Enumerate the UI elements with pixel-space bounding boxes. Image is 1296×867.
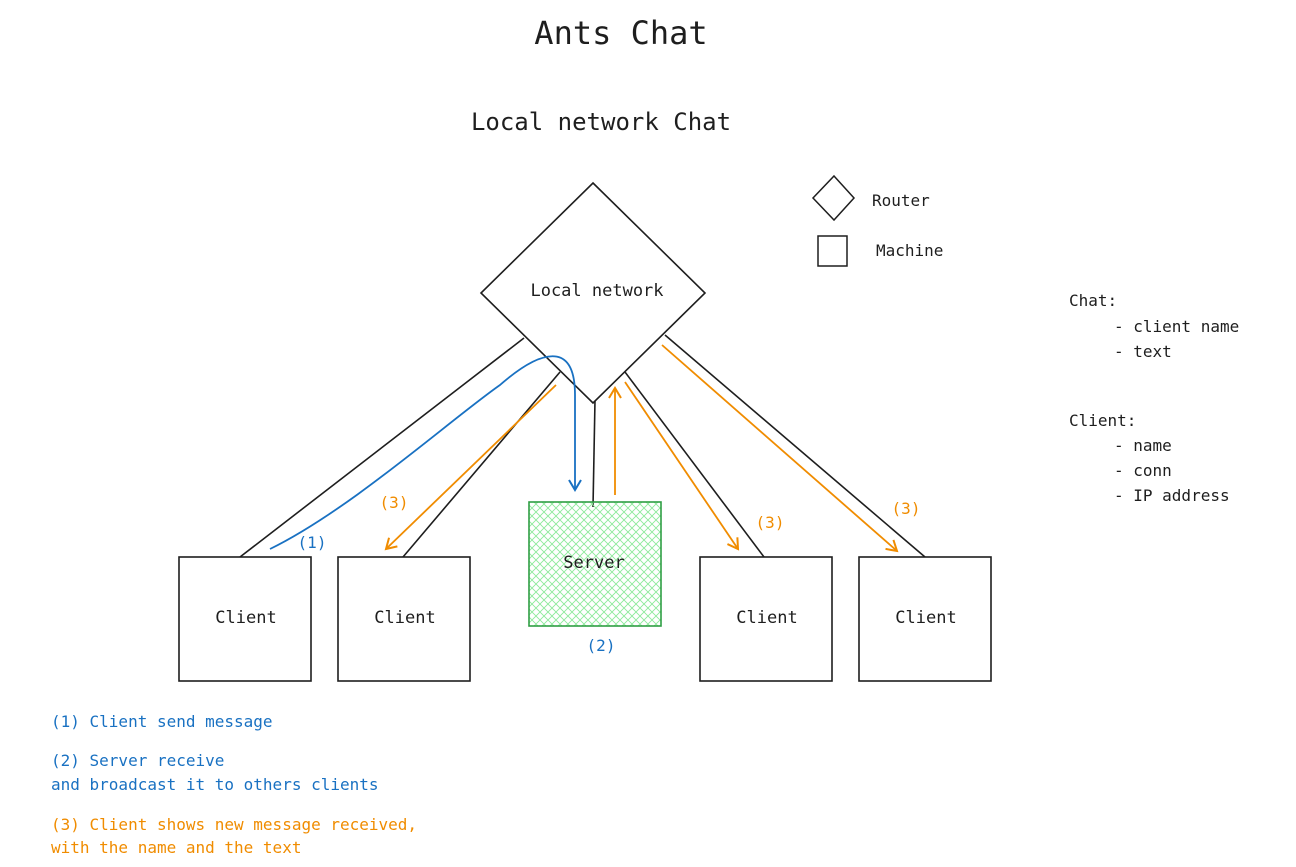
marker-receive-client-2: (3) bbox=[380, 493, 409, 512]
link-client-2 bbox=[402, 371, 561, 558]
legend: Router Machine bbox=[811, 174, 943, 267]
client-label-4: Client bbox=[895, 608, 956, 628]
server-label: Server bbox=[563, 553, 624, 573]
notes-client-item: - IP address bbox=[1114, 486, 1230, 505]
notes-chat-item: - client name bbox=[1114, 317, 1239, 336]
step-3-line: (3) Client shows new message received, bbox=[51, 815, 417, 834]
router-label: Local network bbox=[530, 281, 663, 301]
link-client-1 bbox=[239, 337, 525, 558]
marker-receive-client-3: (3) bbox=[756, 513, 785, 532]
diagram-title: Ants Chat bbox=[534, 14, 707, 52]
marker-send: (1) bbox=[298, 533, 327, 552]
notes-chat-heading: Chat: bbox=[1069, 291, 1117, 310]
client-box-2 bbox=[337, 556, 471, 682]
step-2-line: (2) Server receive bbox=[51, 751, 224, 770]
router-diamond bbox=[479, 181, 707, 405]
marker-receive-client-4: (3) bbox=[892, 499, 921, 518]
notes: Chat: - client name - text Client: - nam… bbox=[1069, 291, 1239, 505]
client-box-1 bbox=[178, 556, 312, 682]
link-server bbox=[592, 399, 596, 508]
notes-client-heading: Client: bbox=[1069, 411, 1136, 430]
step-2-line: and broadcast it to others clients bbox=[51, 775, 379, 794]
broadcast-arrow-client-2 bbox=[384, 384, 557, 551]
step-descriptions: (1) Client send message (2) Server recei… bbox=[51, 712, 417, 857]
link-client-4 bbox=[664, 334, 926, 558]
client-label-3: Client bbox=[736, 608, 797, 628]
server-box bbox=[528, 501, 662, 627]
step-3-line: with the name and the text bbox=[51, 838, 301, 857]
client-label-1: Client bbox=[215, 608, 276, 628]
network-links bbox=[239, 334, 926, 558]
step-1-line: (1) Client send message bbox=[51, 712, 273, 731]
client-label-2: Client bbox=[374, 608, 435, 628]
broadcast-arrow-client-3 bbox=[624, 381, 740, 551]
broadcast-arrows bbox=[384, 344, 899, 553]
notes-client-item: - name bbox=[1114, 436, 1172, 455]
client-box-4 bbox=[858, 556, 992, 682]
diagram-subtitle: Local network Chat bbox=[471, 108, 731, 136]
marker-server: (2) bbox=[587, 636, 616, 655]
legend-machine-label: Machine bbox=[876, 241, 943, 260]
notes-chat-item: - text bbox=[1114, 342, 1172, 361]
legend-machine-icon bbox=[817, 235, 848, 267]
notes-client-item: - conn bbox=[1114, 461, 1172, 480]
client-box-3 bbox=[699, 556, 833, 682]
legend-router-label: Router bbox=[872, 191, 930, 210]
send-arrow bbox=[269, 355, 582, 550]
legend-router-icon bbox=[811, 174, 856, 222]
link-client-3 bbox=[624, 371, 765, 558]
broadcast-arrow-client-4 bbox=[661, 344, 899, 553]
